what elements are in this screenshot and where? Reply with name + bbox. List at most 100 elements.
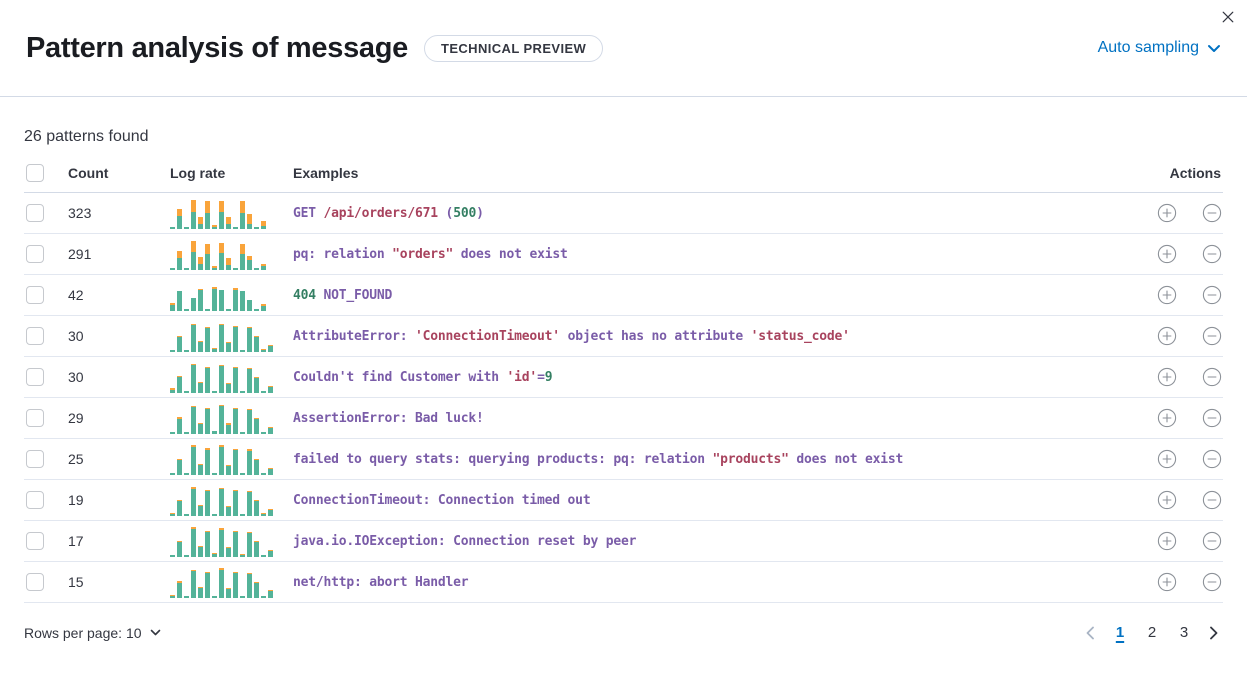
- example-text: AttributeError: 'ConnectionTimeout' obje…: [293, 316, 1129, 357]
- example-text: pq: relation "orders" does not exist: [293, 234, 1129, 275]
- row-checkbox[interactable]: [26, 245, 44, 263]
- column-header-examples: Examples: [293, 158, 1129, 193]
- count-value: 19: [68, 492, 84, 508]
- page-button-3[interactable]: 3: [1179, 624, 1189, 641]
- log-rate-sparkline: [170, 442, 273, 475]
- filter-out-button[interactable]: [1202, 244, 1222, 264]
- table-header-row: Count Log rate Examples Actions: [24, 158, 1223, 193]
- row-checkbox[interactable]: [26, 286, 44, 304]
- count-value: 291: [68, 246, 92, 262]
- chevron-down-icon: [150, 629, 161, 636]
- plus-circle-icon: [1157, 367, 1177, 387]
- example-segment: 'status_code': [750, 328, 850, 344]
- plus-circle-icon: [1157, 490, 1177, 510]
- log-rate-sparkline: [170, 237, 270, 270]
- table-row: 25 failed to query stats: querying produ…: [24, 439, 1223, 480]
- row-checkbox[interactable]: [26, 409, 44, 427]
- pagination: 1 2 3: [1081, 622, 1223, 643]
- table-footer: Rows per page: 10 1 2 3: [24, 622, 1223, 643]
- filter-out-button[interactable]: [1202, 572, 1222, 592]
- minus-circle-icon: [1202, 572, 1222, 592]
- flyout-header: Pattern analysis of message TECHNICAL PR…: [0, 0, 1247, 97]
- log-rate-sparkline: [170, 319, 273, 352]
- log-rate-sparkline: [170, 524, 273, 557]
- filter-in-button[interactable]: [1157, 326, 1177, 346]
- minus-circle-icon: [1202, 244, 1222, 264]
- example-text: java.io.IOException: Connection reset by…: [293, 521, 1129, 562]
- plus-circle-icon: [1157, 285, 1177, 305]
- count-value: 17: [68, 533, 84, 549]
- log-rate-sparkline: [170, 360, 273, 393]
- plus-circle-icon: [1157, 531, 1177, 551]
- filter-in-button[interactable]: [1157, 449, 1177, 469]
- technical-preview-badge: TECHNICAL PREVIEW: [423, 34, 604, 62]
- example-segment: ): [476, 205, 484, 221]
- row-checkbox[interactable]: [26, 532, 44, 550]
- example-segment: AttributeError:: [293, 328, 416, 344]
- plus-circle-icon: [1157, 326, 1177, 346]
- row-checkbox[interactable]: [26, 491, 44, 509]
- example-segment: pq: relation: [293, 246, 393, 262]
- sampling-dropdown[interactable]: Auto sampling: [1098, 39, 1221, 57]
- previous-page-button[interactable]: [1081, 625, 1099, 641]
- close-button[interactable]: [1215, 4, 1241, 30]
- filter-out-button[interactable]: [1202, 449, 1222, 469]
- example-segment: 500: [453, 205, 477, 221]
- minus-circle-icon: [1202, 367, 1222, 387]
- example-text: AssertionError: Bad luck!: [293, 398, 1129, 439]
- minus-circle-icon: [1202, 531, 1222, 551]
- table-row: 29 AssertionError: Bad luck!: [24, 398, 1223, 439]
- count-value: 42: [68, 287, 84, 303]
- filter-out-button[interactable]: [1202, 203, 1222, 223]
- filter-in-button[interactable]: [1157, 203, 1177, 223]
- count-value: 30: [68, 328, 84, 344]
- log-rate-sparkline: [170, 196, 270, 229]
- example-segment: "orders": [392, 246, 454, 262]
- select-all-checkbox[interactable]: [26, 164, 44, 182]
- row-checkbox[interactable]: [26, 450, 44, 468]
- example-segment: ConnectionTimeout: Connection timed out: [293, 492, 591, 508]
- row-checkbox[interactable]: [26, 204, 44, 222]
- chevron-right-icon: [1209, 625, 1219, 641]
- filter-out-button[interactable]: [1202, 490, 1222, 510]
- filter-out-button[interactable]: [1202, 531, 1222, 551]
- example-segment: Couldn't find Customer with: [293, 369, 507, 385]
- filter-out-button[interactable]: [1202, 285, 1222, 305]
- row-checkbox[interactable]: [26, 368, 44, 386]
- filter-out-button[interactable]: [1202, 408, 1222, 428]
- page-button-1[interactable]: 1: [1115, 624, 1125, 641]
- table-row: 42 404 NOT_FOUND: [24, 275, 1223, 316]
- count-value: 15: [68, 574, 84, 590]
- filter-in-button[interactable]: [1157, 490, 1177, 510]
- filter-in-button[interactable]: [1157, 572, 1177, 592]
- filter-in-button[interactable]: [1157, 367, 1177, 387]
- example-text: GET /api/orders/671 (500): [293, 193, 1129, 234]
- column-header-log-rate: Log rate: [170, 158, 293, 193]
- page-button-2[interactable]: 2: [1147, 624, 1157, 641]
- close-icon: [1220, 9, 1236, 25]
- example-segment: /api/orders/671: [323, 205, 439, 221]
- minus-circle-icon: [1202, 408, 1222, 428]
- patterns-found-count: 26 patterns found: [24, 128, 149, 145]
- count-value: 29: [68, 410, 84, 426]
- example-segment: net/http: abort Handler: [293, 574, 469, 590]
- next-page-button[interactable]: [1205, 625, 1223, 641]
- minus-circle-icon: [1202, 203, 1222, 223]
- filter-in-button[interactable]: [1157, 285, 1177, 305]
- filter-out-button[interactable]: [1202, 326, 1222, 346]
- chevron-down-icon: [1207, 44, 1221, 53]
- filter-in-button[interactable]: [1157, 244, 1177, 264]
- filter-in-button[interactable]: [1157, 531, 1177, 551]
- minus-circle-icon: [1202, 490, 1222, 510]
- example-text: failed to query stats: querying products…: [293, 439, 1129, 480]
- page-title: Pattern analysis of message: [26, 31, 408, 64]
- column-header-count: Count: [68, 158, 170, 193]
- row-checkbox[interactable]: [26, 327, 44, 345]
- filter-in-button[interactable]: [1157, 408, 1177, 428]
- row-checkbox[interactable]: [26, 573, 44, 591]
- rows-per-page-label: Rows per page: 10: [24, 624, 142, 641]
- filter-out-button[interactable]: [1202, 367, 1222, 387]
- example-segment: AssertionError: Bad luck!: [293, 410, 484, 426]
- rows-per-page-selector[interactable]: Rows per page: 10: [24, 625, 161, 641]
- plus-circle-icon: [1157, 244, 1177, 264]
